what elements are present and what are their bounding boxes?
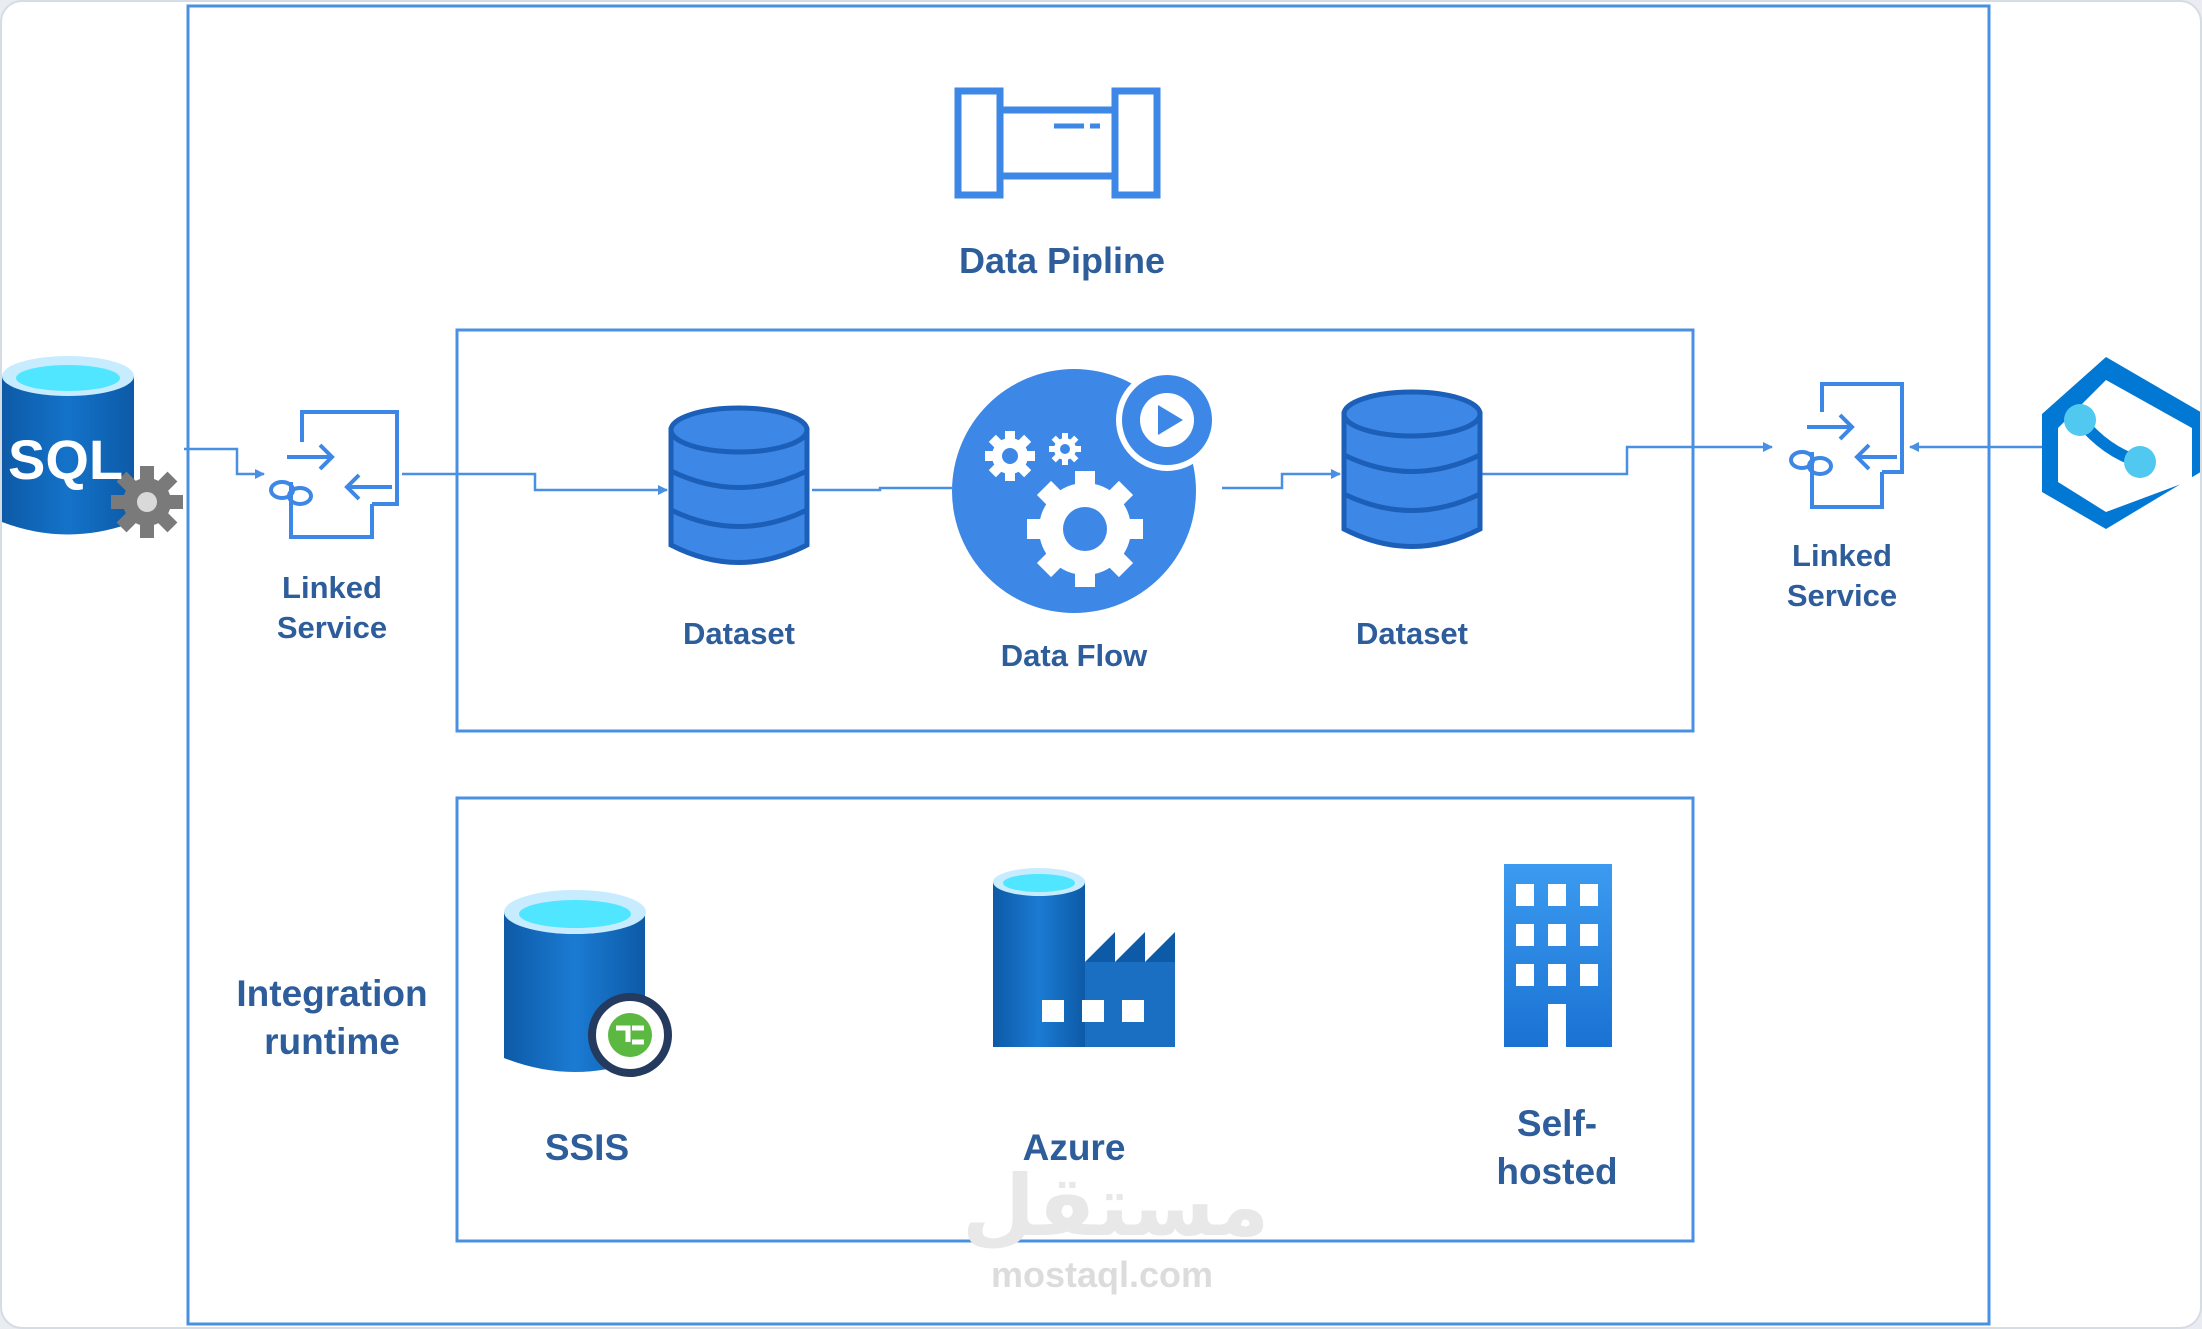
connector-linked-to-dataset bbox=[402, 472, 668, 495]
linked-service-icon-left bbox=[269, 410, 399, 539]
runtime-frame bbox=[455, 796, 1695, 1243]
right-linked-service-label: Linked Service bbox=[1786, 538, 1898, 614]
dataset-input-label: Dataset bbox=[683, 616, 795, 651]
connector-sql-to-linked bbox=[184, 447, 265, 479]
connectors bbox=[184, 442, 2042, 495]
pipeline-icon bbox=[954, 87, 1161, 199]
dataflow-frame bbox=[455, 328, 1695, 733]
gear-large bbox=[1027, 471, 1143, 587]
data-flow-label: Data Flow bbox=[1000, 638, 1148, 673]
data-flow-icon bbox=[952, 369, 1218, 613]
connector-dataflow-to-dataset bbox=[1222, 469, 1341, 490]
watermark-arabic: مستقل bbox=[962, 1157, 1270, 1255]
gear-small-1 bbox=[985, 431, 1035, 481]
ssis-label: SSIS bbox=[544, 1127, 630, 1168]
azure-label: Azure bbox=[1022, 1127, 1126, 1168]
linked-service-icon-right bbox=[1789, 382, 1904, 509]
left-linked-service-label: Linked Service bbox=[276, 570, 388, 646]
building-icon bbox=[1504, 864, 1612, 1047]
gear-small-2 bbox=[1049, 433, 1081, 465]
watermark-site: mostaql.com bbox=[990, 1254, 1214, 1295]
connector-dataset-to-dataflow bbox=[812, 486, 952, 492]
play-icon bbox=[1158, 405, 1183, 435]
gear-icon bbox=[111, 466, 183, 538]
sql-database-icon bbox=[2, 356, 134, 535]
dataset-icon-output bbox=[1341, 389, 1483, 549]
sql-badge-label: SQL bbox=[8, 428, 124, 491]
azure-factory-icon bbox=[993, 868, 1175, 1047]
dataset-icon-input bbox=[668, 405, 810, 565]
dataset-output-label: Dataset bbox=[1356, 616, 1468, 651]
ssis-icon bbox=[504, 890, 672, 1077]
pipeline-label: Data Pipline bbox=[958, 240, 1166, 281]
connector-dataset-to-linked bbox=[1480, 442, 1773, 476]
integration-runtime-label: Integration runtime bbox=[236, 973, 428, 1063]
synapse-icon bbox=[2042, 357, 2200, 529]
self-hosted-label: Self- hosted bbox=[1496, 1103, 1618, 1193]
outer-pipeline-frame bbox=[186, 4, 1991, 1326]
